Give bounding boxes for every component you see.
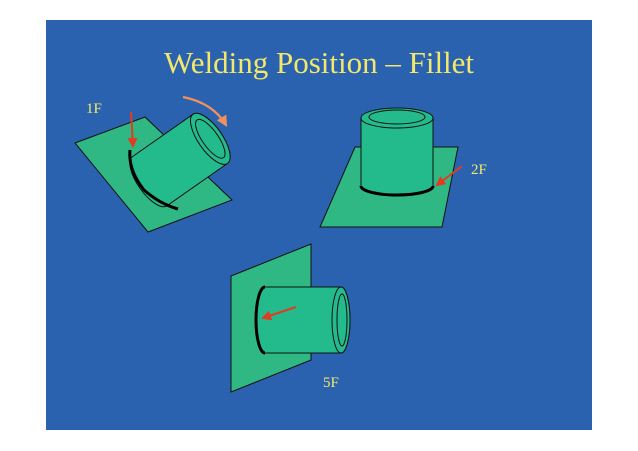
2f-weld-bead (359, 185, 435, 197)
position-2f-figure (319, 107, 463, 228)
slide-background (46, 20, 592, 430)
2f-cylinder (360, 117, 434, 196)
5f-red-arrow (261, 306, 297, 321)
label-1f: 1F (86, 101, 102, 117)
position-5f-figure (230, 243, 351, 393)
1f-rotation-arrow (182, 95, 228, 127)
1f-cylinder (129, 112, 231, 208)
slide-title: Welding Position – Fillet (163, 45, 475, 80)
1f-weld-bead (128, 149, 179, 211)
label-5f: 5F (323, 375, 339, 391)
5f-weld-bead (254, 285, 266, 355)
1f-red-arrow (127, 111, 138, 148)
position-1f-figure (74, 95, 233, 233)
label-2f: 2F (471, 162, 487, 178)
2f-red-arrow (435, 165, 463, 187)
